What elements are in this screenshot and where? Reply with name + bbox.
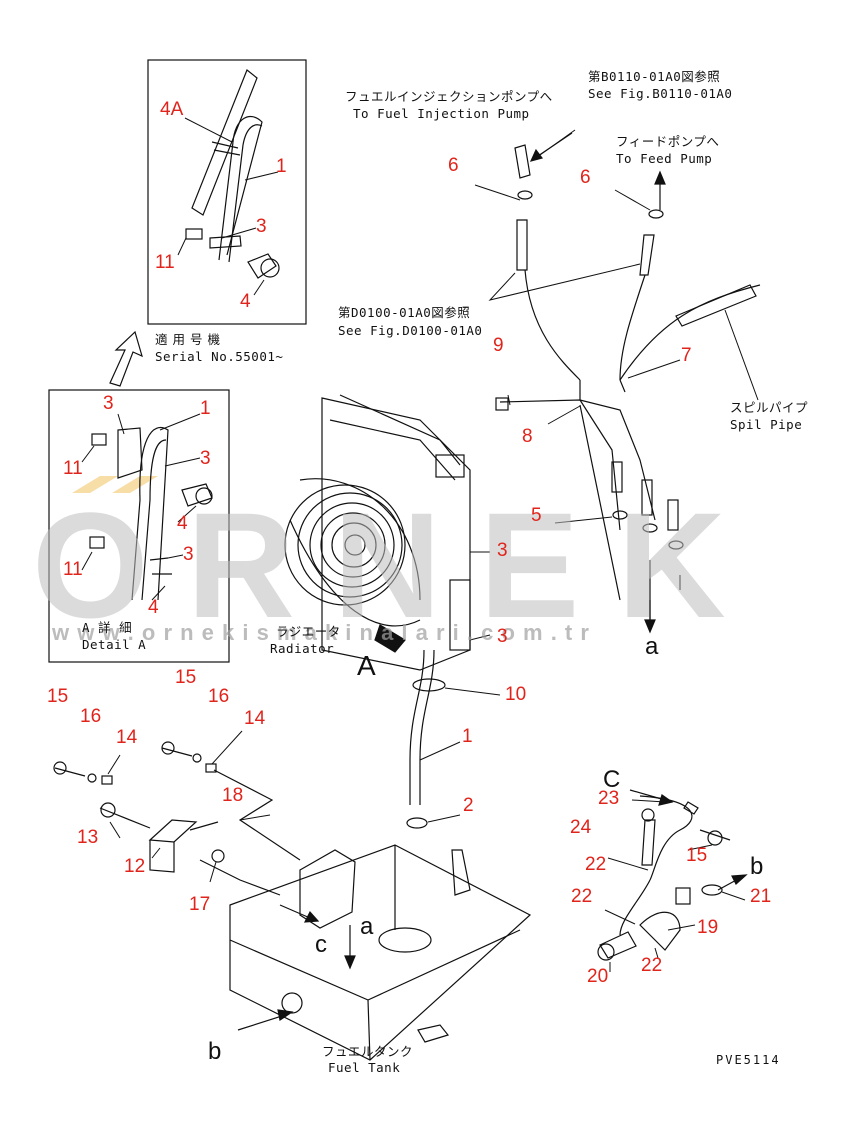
callout-3-c: 3 xyxy=(183,544,194,565)
serial-inset-box xyxy=(147,59,307,325)
callout-9: 9 xyxy=(493,335,504,356)
letter-b-right: b xyxy=(750,853,764,880)
callout-11-top: 11 xyxy=(155,252,175,273)
callout-11-b: 11 xyxy=(63,559,83,580)
fuel-return-pipe xyxy=(406,649,446,829)
radiator-drawing xyxy=(284,394,471,671)
detail-a-drawing xyxy=(89,426,213,601)
direction-arrows xyxy=(237,132,748,1031)
callout-22-a: 22 xyxy=(585,854,607,875)
callout-14-mid: 14 xyxy=(244,708,266,729)
callout-4-a: 4 xyxy=(177,513,188,534)
label-serial-en: Serial No.55001~ xyxy=(155,349,284,364)
letter-c-tank: c xyxy=(315,931,327,958)
callout-15-left: 15 xyxy=(47,686,69,707)
label-detail-jp: A 詳 細 xyxy=(82,620,133,635)
callout-3-rad1: 3 xyxy=(497,540,508,561)
callout-11-a: 11 xyxy=(63,458,83,479)
callout-5: 5 xyxy=(531,505,542,526)
callout-20: 20 xyxy=(587,966,609,987)
letter-a-top: a xyxy=(645,633,659,660)
label-fig-d-jp: 第D0100-01A0図参照 xyxy=(338,305,471,320)
fuel-lines xyxy=(495,144,761,620)
callout-2: 2 xyxy=(463,795,474,816)
label-tank-en: Fuel Tank xyxy=(328,1060,401,1075)
letter-b-tank: b xyxy=(208,1038,222,1065)
drain-fitting-assembly xyxy=(597,795,731,961)
callout-10: 10 xyxy=(505,684,527,705)
callout-22-c: 22 xyxy=(641,955,663,976)
label-tank-jp: フュエルタンク xyxy=(322,1044,414,1059)
callout-3-a: 3 xyxy=(103,393,114,414)
watermark-url: w w w . o r n e k i s m a k i n a l a r … xyxy=(52,620,590,645)
leader-lines xyxy=(81,117,759,972)
callout-4A: 4A xyxy=(160,99,184,120)
callout-1-pipe: 1 xyxy=(462,726,473,747)
bracket-assembly xyxy=(53,741,301,896)
label-fig-b-jp: 第B0110-01A0図参照 xyxy=(588,69,721,84)
callout-18: 18 xyxy=(222,785,244,806)
label-spill-jp: スピルパイプ xyxy=(730,400,809,415)
callout-6-right: 6 xyxy=(580,167,591,188)
inset-pipe-drawing xyxy=(185,69,280,279)
detail-a-box xyxy=(48,389,230,663)
callout-1-top: 1 xyxy=(276,156,287,177)
watermark-chevrons xyxy=(72,476,158,493)
callout-3-b: 3 xyxy=(200,448,211,469)
label-radiator-en: Radiator xyxy=(270,641,335,656)
label-fig-b-en: See Fig.B0110-01A0 xyxy=(588,86,733,101)
callout-6-left: 6 xyxy=(448,155,459,176)
callout-12: 12 xyxy=(124,856,146,877)
label-fuel-injection-en: To Fuel Injection Pump xyxy=(353,106,530,121)
drawing-code: PVE5114 xyxy=(716,1053,781,1067)
callout-15-right: 15 xyxy=(686,845,708,866)
fuel-tank-drawing xyxy=(229,844,532,1061)
label-fig-d-en: See Fig.D0100-01A0 xyxy=(338,323,483,338)
callout-3-rad2: 3 xyxy=(497,626,508,647)
callout-8: 8 xyxy=(522,426,533,447)
callout-24: 24 xyxy=(570,817,592,838)
callout-15-mid: 15 xyxy=(175,667,197,688)
letter-a-tank: a xyxy=(360,913,374,940)
callout-3-top: 3 xyxy=(256,216,267,237)
callout-13: 13 xyxy=(77,827,99,848)
callout-17: 17 xyxy=(189,894,211,915)
label-fuel-injection-jp: フュエルインジェクションポンプへ xyxy=(345,89,553,104)
callout-23: 23 xyxy=(598,788,620,809)
callout-4-top: 4 xyxy=(240,291,251,312)
callout-16-mid: 16 xyxy=(208,686,230,707)
callout-1-a: 1 xyxy=(200,398,211,419)
callout-4-b: 4 xyxy=(148,597,159,618)
callout-22-b: 22 xyxy=(571,886,593,907)
letter-c-right: C xyxy=(603,766,621,793)
callout-19: 19 xyxy=(697,917,719,938)
callout-14-left: 14 xyxy=(116,727,138,748)
label-detail-en: Detail A xyxy=(82,637,147,652)
watermark-brand: ORNEK xyxy=(32,481,764,649)
callout-21: 21 xyxy=(750,886,772,907)
label-serial-jp: 適用号機 xyxy=(155,332,226,347)
label-feed-jp: フィードポンプへ xyxy=(616,134,720,149)
letter-A: A xyxy=(357,650,376,681)
callout-7: 7 xyxy=(681,345,692,366)
callout-16-left: 16 xyxy=(80,706,102,727)
inset-arrow xyxy=(109,330,143,387)
label-spill-en: Spil Pipe xyxy=(730,417,803,432)
label-feed-en: To Feed Pump xyxy=(616,151,713,166)
label-radiator-jp: ラジエータ xyxy=(276,624,341,639)
